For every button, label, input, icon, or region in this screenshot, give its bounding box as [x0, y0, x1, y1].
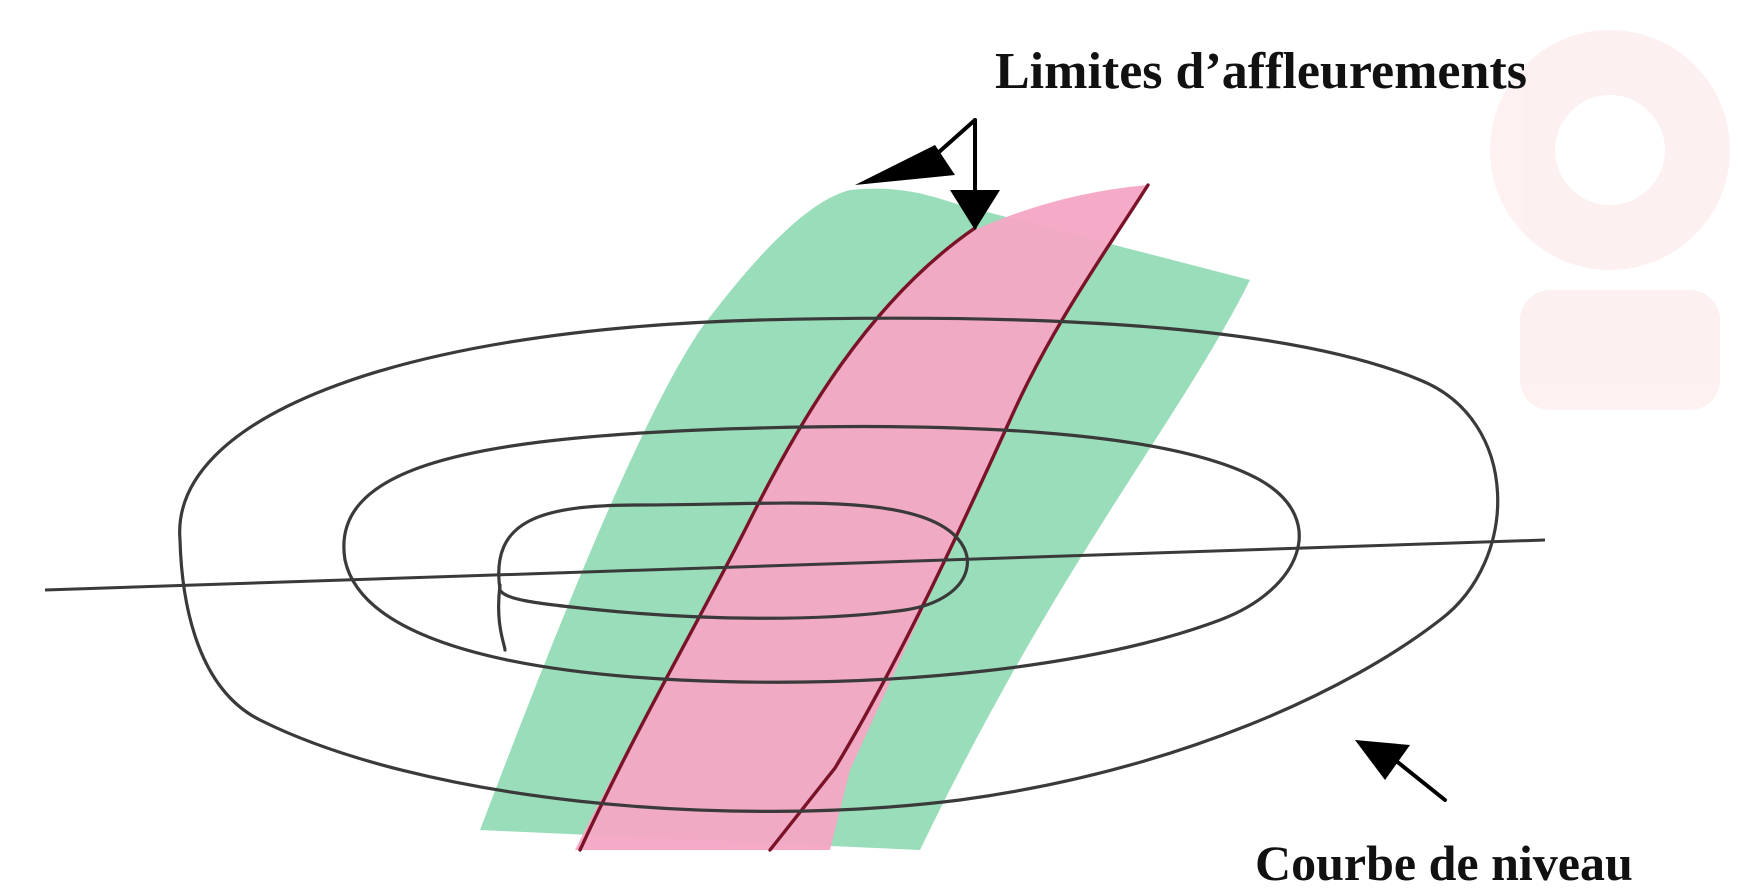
outcrop-layer: [480, 185, 1250, 851]
contour-label: Courbe de niveau: [1255, 835, 1633, 891]
cross-section-line: [44, 538, 1546, 592]
contour-lines: [178, 316, 1500, 814]
contour-outer: [178, 316, 1500, 814]
outcrop-boundary-right: [768, 183, 1150, 852]
contour-label-arrow: [1355, 740, 1447, 802]
inner-outcrop-band: [575, 185, 1148, 850]
outcrop-limits-arrows: [855, 118, 1000, 230]
outcrop-limits-label: Limites d’affleurements: [995, 43, 1527, 100]
outcrop-boundaries: [578, 183, 1150, 852]
outcrop-boundary-left: [578, 226, 977, 852]
arrow-head-right: [950, 190, 1000, 230]
contour-inner: [497, 501, 969, 620]
arrow-head-contour: [1355, 740, 1410, 780]
watermark-logo: [1490, 30, 1730, 410]
arrow-head-left: [855, 145, 955, 185]
contour-middle: [342, 424, 1301, 684]
contour-inner-detail: [497, 583, 507, 652]
